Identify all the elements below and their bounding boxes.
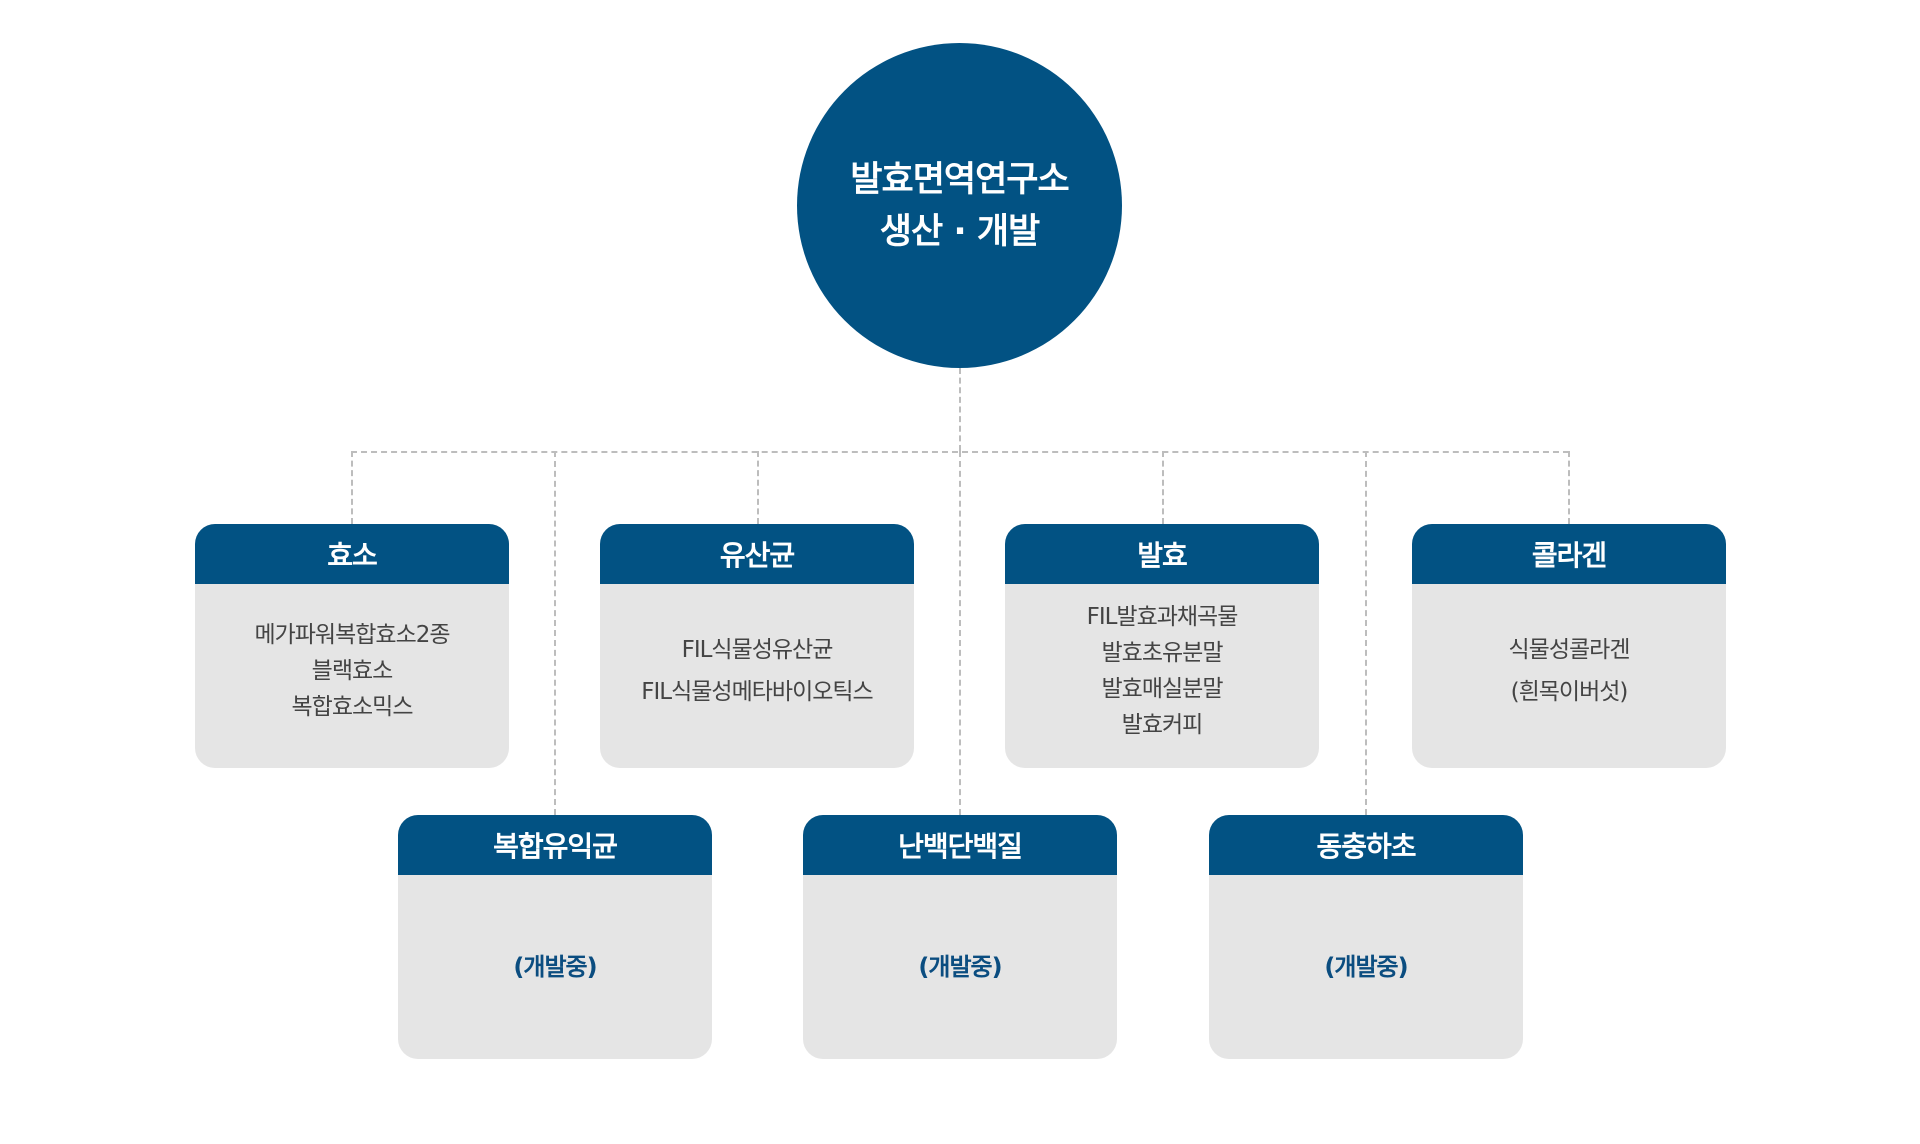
product-item: 메가파워복합효소2종	[254, 622, 450, 648]
category-fermentation: 발효 FIL발효과채곡물 발효초유분말 발효매실분말 발효커피	[1005, 524, 1319, 768]
category-egg-protein: 난백단백질 (개발중)	[803, 815, 1117, 1059]
category-title: 복합유익균	[398, 815, 712, 875]
product-item: 발효매실분말	[1101, 676, 1224, 702]
product-item: FIL식물성유산균	[681, 637, 834, 663]
connector-egg-protein	[959, 451, 961, 815]
connector-complex-bacteria	[554, 451, 556, 815]
connector-fermentation	[1162, 451, 1164, 524]
connector-probiotics	[757, 451, 759, 524]
product-item: 복합효소믹스	[291, 694, 414, 720]
category-title: 유산균	[600, 524, 914, 584]
connector-cordyceps	[1365, 451, 1367, 815]
category-probiotics: 유산균 FIL식물성유산균 FIL식물성메타바이오틱스	[600, 524, 914, 768]
category-title: 효소	[195, 524, 509, 584]
development-status: (개발중)	[513, 953, 597, 981]
product-item: FIL발효과채곡물	[1086, 604, 1239, 630]
development-status: (개발중)	[1324, 953, 1408, 981]
root-node: 발효면역연구소 생산 · 개발	[797, 43, 1122, 368]
product-item: FIL식물성메타바이오틱스	[641, 679, 873, 705]
category-collagen: 콜라겐 식물성콜라겐 (흰목이버섯)	[1412, 524, 1726, 768]
connector-collagen	[1568, 451, 1570, 524]
category-enzyme: 효소 메가파워복합효소2종 블랙효소 복합효소믹스	[195, 524, 509, 768]
root-subtitle: 생산 · 개발	[879, 211, 1040, 252]
development-status: (개발중)	[918, 953, 1002, 981]
product-item: 식물성콜라겐	[1508, 637, 1631, 663]
category-cordyceps: 동충하초 (개발중)	[1209, 815, 1523, 1059]
category-title: 콜라겐	[1412, 524, 1726, 584]
category-complex-bacteria: 복합유익균 (개발중)	[398, 815, 712, 1059]
product-item: 블랙효소	[311, 658, 394, 684]
product-item: (흰목이버섯)	[1510, 679, 1629, 705]
connector-root	[959, 368, 961, 451]
root-title: 발효면역연구소	[850, 159, 1069, 200]
category-title: 난백단백질	[803, 815, 1117, 875]
product-item: 발효초유분말	[1101, 640, 1224, 666]
category-title: 동충하초	[1209, 815, 1523, 875]
product-item: 발효커피	[1121, 712, 1204, 738]
category-title: 발효	[1005, 524, 1319, 584]
connector-enzyme	[351, 451, 353, 524]
